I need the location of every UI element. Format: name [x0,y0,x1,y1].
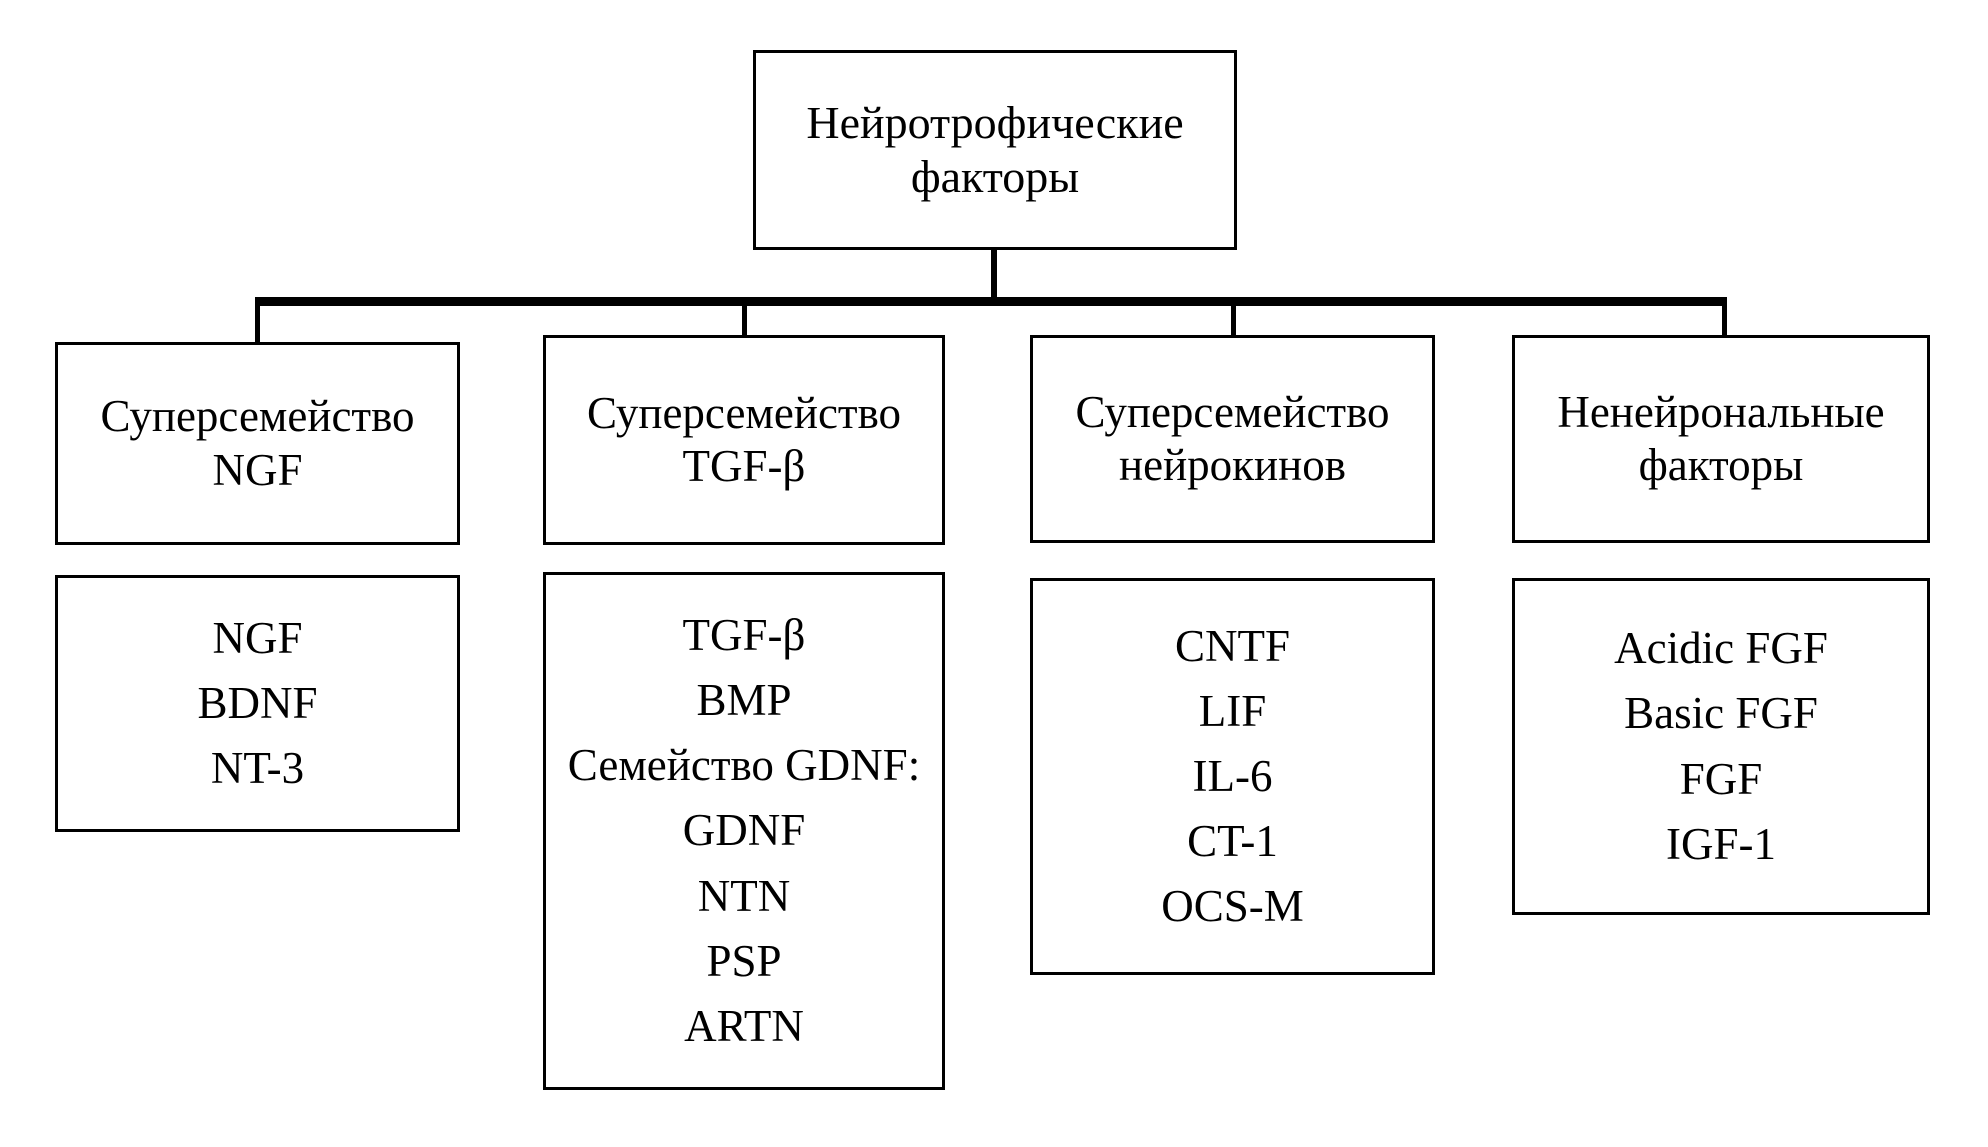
list-item: TGF-β [682,610,806,661]
header-node-1-line-2: NGF [212,444,303,495]
content-node-ngf-superfamily: NGF BDNF NT-3 [55,575,460,832]
list-item: ARTN [684,1000,804,1051]
content-node-tgf-beta-superfamily: TGF-β BMP Семейство GDNF: GDNF NTN PSP A… [543,572,945,1090]
connector-root-stem [991,250,997,303]
connector-drop-column-1 [255,297,260,345]
connector-drop-column-4 [1722,297,1727,338]
root-node-line-1: Нейротрофические [806,96,1184,148]
list-item: Acidic FGF [1614,623,1828,674]
list-item: NTN [697,870,791,921]
root-node-line-2: факторы [910,151,1080,202]
list-item: FGF [1679,753,1763,804]
list-item: GDNF [682,805,806,856]
header-node-neurokine-superfamily: Суперсемейство нейрокинов [1030,335,1435,543]
list-item: LIF [1198,685,1267,736]
header-node-1-line-1: Суперсемейство [100,391,415,442]
connector-horizontal-bus [255,297,1727,306]
list-item: NGF [212,612,303,663]
list-item: IL-6 [1192,750,1273,801]
header-node-2-line-1: Суперсемейство [586,387,902,438]
connector-drop-column-3 [1231,297,1236,338]
header-node-4-line-2: факторы [1638,440,1804,490]
content-node-neurokine-superfamily: CNTF LIF IL-6 CT-1 OCS-M [1030,578,1435,975]
list-item: Семейство GDNF: [567,740,921,791]
header-node-2-line-2: TGF-β [682,441,806,491]
header-node-non-neuronal-factors: Ненейрональные факторы [1512,335,1930,543]
root-node-neurotrophic-factors: Нейротрофические факторы [753,50,1237,250]
header-node-3-line-1: Суперсемейство [1075,386,1390,437]
connector-drop-column-2 [742,297,747,338]
header-node-3-line-2: нейрокинов [1119,440,1346,490]
list-item: BDNF [197,677,318,728]
list-item: OCS-M [1161,881,1304,932]
header-node-ngf-superfamily: Суперсемейство NGF [55,342,460,545]
header-node-tgf-beta-superfamily: Суперсемейство TGF-β [543,335,945,545]
header-node-4-line-1: Ненейрональные [1557,386,1885,437]
list-item: Basic FGF [1624,688,1818,739]
list-item: CT-1 [1187,816,1278,867]
list-item: BMP [696,675,792,726]
content-node-non-neuronal-factors: Acidic FGF Basic FGF FGF IGF-1 [1512,578,1930,915]
list-item: PSP [706,935,782,986]
list-item: IGF-1 [1666,818,1776,869]
list-item: NT-3 [210,743,305,794]
list-item: CNTF [1174,620,1291,671]
